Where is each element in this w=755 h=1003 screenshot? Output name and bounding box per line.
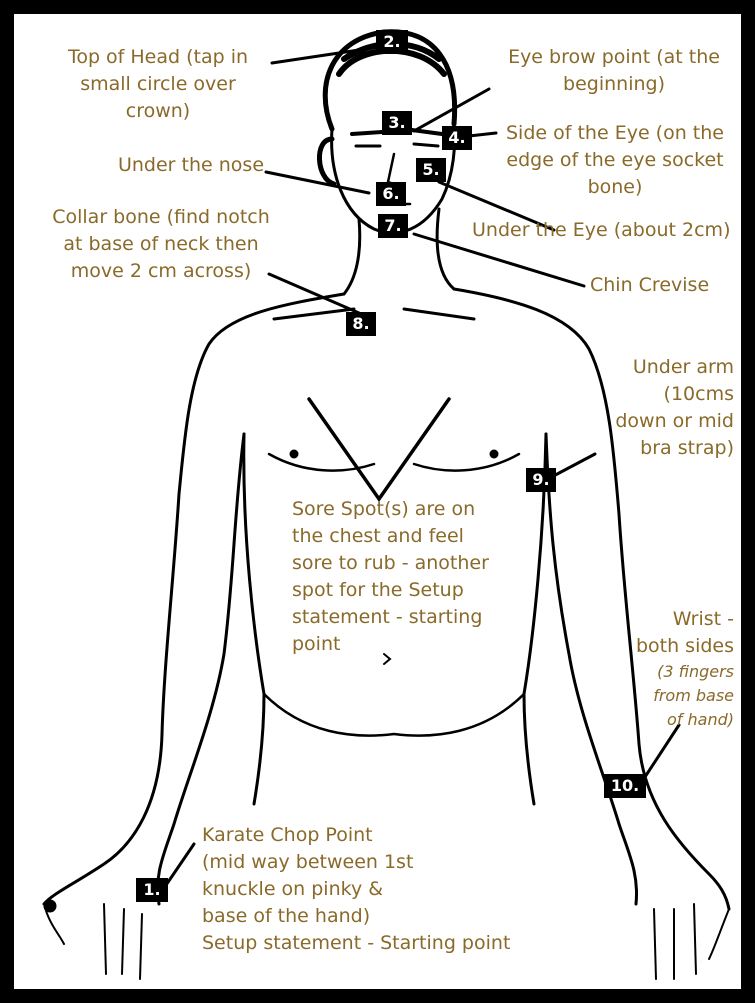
neck-right <box>437 209 454 289</box>
label-line: Under the Eye (about 2cm) <box>472 217 740 244</box>
label-line: spot for the Setup <box>292 577 532 604</box>
chest-right <box>414 454 519 471</box>
label-line-italic: from base <box>614 684 734 708</box>
collarbone-left <box>274 309 354 319</box>
hip-line <box>264 694 524 736</box>
label-karate-chop: Karate Chop Point (mid way between 1st k… <box>202 822 532 957</box>
label-line: Under the nose <box>96 152 286 179</box>
label-line: Collar bone (find notch <box>26 204 296 231</box>
label-line: Wrist - <box>614 606 734 633</box>
diagram-panel: 1. 2. 3. 4. 5. 6. 7. 8. 9. 10. Top of He… <box>14 14 741 989</box>
label-line: down or mid <box>594 408 734 435</box>
label-under-arm: Under arm (10cms down or mid bra strap) <box>594 354 734 462</box>
label-eye-brow: Eye brow point (at the beginning) <box>484 44 741 98</box>
label-line: edge of the eye socket <box>490 147 740 174</box>
badge-3: 3. <box>382 111 412 135</box>
pointer-wrist <box>643 725 679 780</box>
label-line: knuckle on pinky & <box>202 876 532 903</box>
badge-1: 1. <box>136 878 168 902</box>
pointer-eye-brow <box>414 89 489 131</box>
label-line: crown) <box>38 98 278 125</box>
label-line: small circle over <box>38 71 278 98</box>
label-line: (10cms <box>594 381 734 408</box>
left-brow <box>352 132 382 134</box>
label-under-nose: Under the nose <box>96 152 286 179</box>
label-chin-crevise: Chin Crevise <box>590 272 740 299</box>
collarbone-right <box>404 309 474 319</box>
badge-7: 7. <box>378 214 408 238</box>
label-line: the chest and feel <box>292 523 532 550</box>
label-line: Setup statement - Starting point <box>202 930 532 957</box>
label-line: Chin Crevise <box>590 272 740 299</box>
label-line: statement - starting <box>292 604 532 631</box>
label-line-italic: (3 fingers <box>614 660 734 684</box>
badge-4: 4. <box>442 126 472 150</box>
left-hand-fingers <box>44 904 142 979</box>
label-line: Karate Chop Point <box>202 822 532 849</box>
badge-2: 2. <box>376 30 408 54</box>
label-line: (mid way between 1st <box>202 849 532 876</box>
label-line: base of the hand) <box>202 903 532 930</box>
badge-9: 9. <box>526 468 556 492</box>
label-line: Side of the Eye (on the <box>490 120 740 147</box>
label-line-italic: of hand) <box>614 708 734 732</box>
right-eye <box>414 144 438 146</box>
label-line: sore to rub - another <box>292 550 532 577</box>
label-sore-spot: Sore Spot(s) are on the chest and feel s… <box>292 496 532 658</box>
badge-6: 6. <box>376 182 406 206</box>
right-hand-fingers <box>654 904 729 979</box>
label-wrist: Wrist - both sides (3 fingers from base … <box>614 606 734 732</box>
label-top-of-head: Top of Head (tap in small circle over cr… <box>38 44 278 125</box>
right-nipple <box>491 451 497 457</box>
label-line: bone) <box>490 174 740 201</box>
label-line: Sore Spot(s) are on <box>292 496 532 523</box>
left-nipple <box>291 451 297 457</box>
badge-10: 10. <box>604 774 646 798</box>
label-line: bra strap) <box>594 435 734 462</box>
sore-spot-v <box>309 399 449 499</box>
label-under-eye: Under the Eye (about 2cm) <box>472 217 740 244</box>
label-line: Eye brow point (at the <box>484 44 741 71</box>
label-line: beginning) <box>484 71 741 98</box>
label-collar-bone: Collar bone (find notch at base of neck … <box>26 204 296 285</box>
left-hand-dot <box>45 901 55 911</box>
badge-8: 8. <box>346 312 376 336</box>
badge-5: 5. <box>416 158 446 182</box>
label-line: point <box>292 631 532 658</box>
label-line: move 2 cm across) <box>26 258 296 285</box>
label-line: both sides <box>614 633 734 660</box>
label-side-of-eye: Side of the Eye (on the edge of the eye … <box>490 120 740 201</box>
label-line: Top of Head (tap in <box>38 44 278 71</box>
left-torso <box>244 434 264 804</box>
label-line: Under arm <box>594 354 734 381</box>
label-line: at base of neck then <box>26 231 296 258</box>
neck-left <box>344 219 360 294</box>
